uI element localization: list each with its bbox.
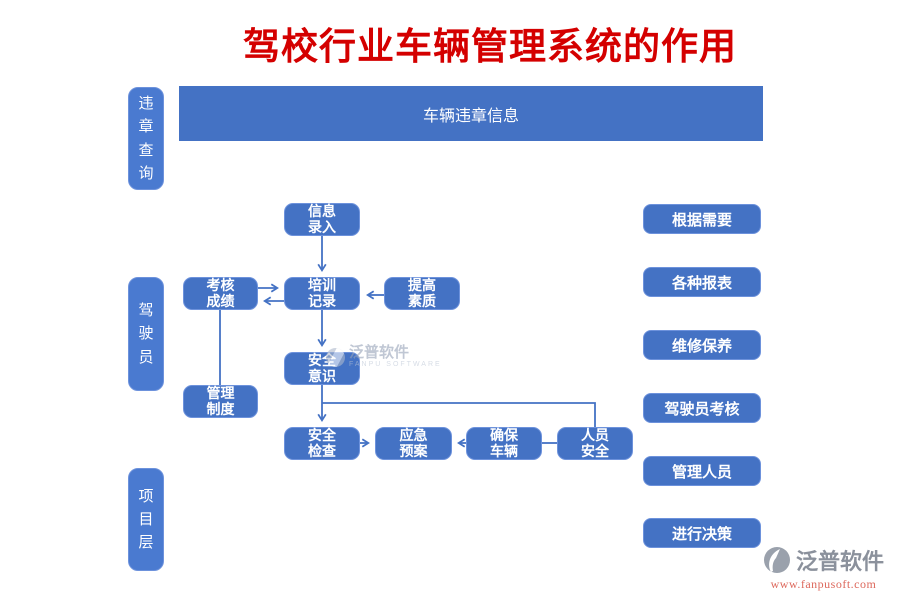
flow-node-training-record: 培训 记录 [284, 277, 360, 310]
lane-label-driver: 驾 驶 员 [128, 277, 164, 391]
flow-node-personnel-safety: 人员 安全 [557, 427, 633, 460]
connector-yishi-to-renyuan [322, 402, 596, 427]
lane-label-project-layer: 项 目 层 [128, 468, 164, 571]
banner-vehicle-violation-info: 车辆违章信息 [179, 86, 763, 141]
footer-website-url: www.fanpusoft.com [770, 577, 877, 591]
fanpu-logo-icon [763, 547, 790, 573]
lane-label-violation-query: 违 章 查 询 [128, 87, 164, 190]
flow-node-ensure-vehicle: 确保 车辆 [466, 427, 542, 460]
footer-brand-name: 泛普软件 [795, 549, 884, 574]
flow-node-assessment-score: 考核 成绩 [183, 277, 258, 310]
flow-node-management-system: 管理 制度 [183, 385, 258, 418]
flow-node-info-entry: 信息 录入 [284, 203, 360, 236]
footer-brand: 泛普软件 www.fanpusoft.com [763, 544, 884, 592]
flow-node-safety-inspection: 安全 检查 [284, 427, 360, 460]
right-node-various-reports: 各种报表 [643, 267, 761, 297]
right-node-decision-making: 进行决策 [643, 518, 761, 548]
flow-node-improve-quality: 提高 素质 [384, 277, 460, 310]
right-node-as-needed: 根据需要 [643, 204, 761, 234]
right-node-driver-assessment: 驾驶员考核 [643, 393, 761, 423]
right-node-management-staff: 管理人员 [643, 456, 761, 486]
page-title: 驾校行业车辆管理系统的作用 [243, 27, 737, 68]
flow-node-emergency-plan: 应急 预案 [375, 427, 452, 460]
right-node-maintenance: 维修保养 [643, 330, 761, 360]
flow-node-safety-awareness: 安全 意识 [284, 352, 360, 385]
